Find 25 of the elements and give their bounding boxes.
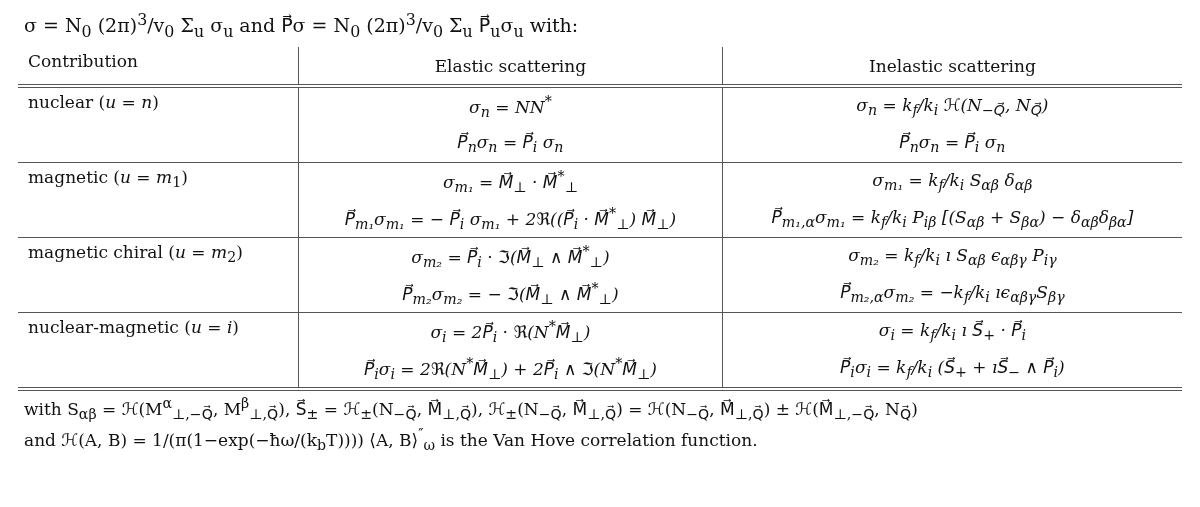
row-label: magnetic chiral (u = m$_{2}$): [18, 237, 299, 313]
equation: P⃗$_{m₁}$σ$_{m₁}$ = − P⃗$_{i}$ σ$_{m₁}$ + 2ℜ((P⃗$_{i}$ · M⃗$^{*}$$_{⊥}$) M⃗$_{⊥}$): [298, 200, 723, 238]
equation: σ$_{m₂}$ = k$_{f}$/k$_{i}$ ı S$_{αβ}$ ϵ$_{αβγ}$ P$_{iγ}$: [722, 237, 1182, 276]
column-header: Elastic scattering: [298, 47, 723, 87]
footnote: with S$_{αβ}$ = ℋ(M$^{α}$$_{⊥,−Q⃗}$, M$^{β}$$_{⊥,Q⃗}$), S⃗$_{±}$ = ℋ$_{±}$(N$_{−Q⃗}$, M⃗$_{⊥,Q⃗}$), ℋ$_{±}$(N$_{−Q⃗}$, M⃗$_{⊥,Q⃗}$) = ℋ(N$_{−Q⃗}$, M⃗$_{⊥,Q⃗}$) ± ℋ(M⃗$_{⊥,−Q⃗}$, N$_{Q⃗}$): [24, 395, 918, 423]
equation: σ$_{n}$ = NN$^{*}$: [298, 86, 723, 126]
equation: P⃗$_{m₁,α}$σ$_{m₁}$ = k$_{f}$/k$_{i}$ P$_{iβ}$ [(S$_{αβ}$ + S$_{βα}$) − δ$_{αβ}$δ$_{βα}$]: [722, 200, 1182, 238]
column-header: Inelastic scattering: [722, 47, 1182, 87]
equation: P⃗$_{i}$σ$_{i}$ = 2ℜ(N$^{*}$M⃗$_{⊥}$) + 2P⃗$_{i}$ ∧ ℑ(N$^{*}$M⃗$_{⊥}$): [298, 350, 723, 390]
column-header: Contribution: [18, 47, 299, 87]
formula-heading: σ = N$_{0}$ (2π)$^{3}$/v$_{0}$ Σ$_{u}$ σ$_{u}$ and P⃗σ = N$_{0}$ (2π)$^{3}$/v$_{0}$ Σ$_{u}$ P⃗$_{u}$σ$_{u}$ with:: [24, 10, 579, 42]
row-label: magnetic (u = m$_{1}$): [18, 162, 299, 238]
equation: σ$_{m₁}$ = k$_{f}$/k$_{i}$ S$_{αβ}$ δ$_{αβ}$: [722, 162, 1182, 201]
row-label: nuclear-magnetic (u = i): [18, 312, 299, 390]
equation: P⃗$_{i}$σ$_{i}$ = k$_{f}$/k$_{i}$ (S⃗$_{+}$ + ıS⃗$_{−}$ ∧ P⃗$_{i}$): [722, 350, 1182, 390]
equation: P⃗$_{m₂}$σ$_{m₂}$ = − ℑ(M⃗$_{⊥}$ ∧ M⃗$^{*}$$_{⊥}$): [298, 275, 723, 313]
row-label: nuclear (u = n): [18, 86, 299, 163]
equation: P⃗$_{n}$σ$_{n}$ = P⃗$_{i}$ σ$_{n}$: [722, 125, 1182, 163]
equation: σ$_{i}$ = 2P⃗$_{i}$ · ℜ(N$^{*}$M⃗$_{⊥}$): [298, 312, 723, 351]
equation: σ$_{i}$ = k$_{f}$/k$_{i}$ ı S⃗$_{+}$ · P⃗$_{i}$: [722, 312, 1182, 351]
equation: σ$_{m₂}$ = P⃗$_{i}$ · ℑ(M⃗$_{⊥}$ ∧ M⃗$^{*}$$_{⊥}$): [298, 237, 723, 276]
equation: σ$_{n}$ = k$_{f}$/k$_{i}$ ℋ(N$_{−Q⃗}$, N$_{Q⃗}$): [722, 86, 1182, 126]
equation: P⃗$_{n}$σ$_{n}$ = P⃗$_{i}$ σ$_{n}$: [298, 125, 723, 163]
equation: P⃗$_{m₂,α}$σ$_{m₂}$ = −k$_{f}$/k$_{i}$ ıϵ$_{αβγ}$S$_{βγ}$: [722, 275, 1182, 313]
footnote: and ℋ(A, B) = 1/(π(1−exp(−ħω/(k$_{b}$T)))) ⟨A, B⟩$^{″}$$_{ω}$ is the Van Hove correlation function.: [24, 426, 758, 454]
